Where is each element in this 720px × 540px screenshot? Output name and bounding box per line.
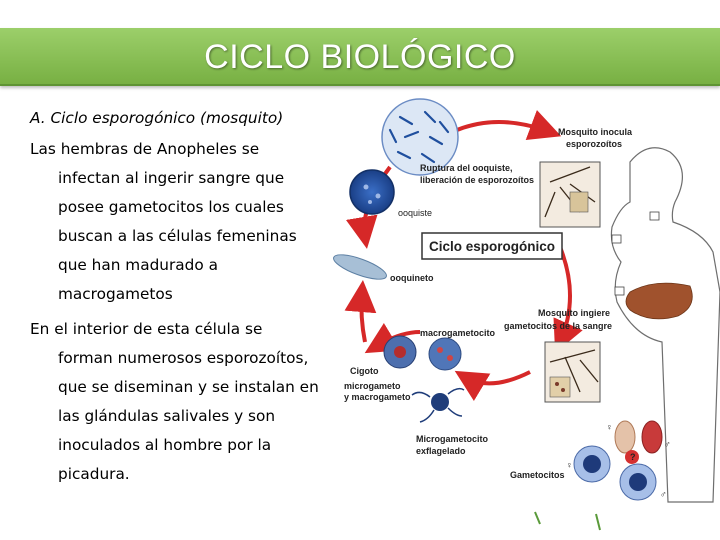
- label-microgametocito-2: exflagelado: [416, 446, 466, 456]
- label-ooquineto: ooquineto: [390, 273, 434, 283]
- label-ooquiste: ooquiste: [398, 208, 432, 218]
- subtitle: A. Ciclo esporogónico (mosquito): [30, 104, 320, 133]
- text-panel: A. Ciclo esporogónico (mosquito) Las hem…: [30, 104, 320, 495]
- label-mosquito-inocula-2: esporozoítos: [566, 139, 622, 149]
- paragraph-2: En el interior de esta célula se forman …: [30, 315, 320, 489]
- label-mosquito-ingiere-1: Mosquito ingiere: [538, 308, 610, 318]
- cycle-title-box: Ciclo esporogónico: [422, 233, 562, 259]
- female-symbol-lower: ♀: [566, 460, 573, 470]
- top-band: [0, 0, 720, 28]
- arrow-bottom: [465, 372, 530, 383]
- mosquito-ingesting-illustration: [545, 342, 600, 402]
- label-gametocitos: Gametocitos: [510, 470, 565, 480]
- male-symbol-lower: ♂: [660, 489, 667, 499]
- arrow-left-lower: [361, 292, 365, 342]
- ookinete-illustration: [331, 250, 389, 284]
- label-ruptura-1: Ruptura del ooquiste,: [420, 163, 513, 173]
- macrogametocyte-illustration: [429, 338, 461, 370]
- slide-title: CICLO BIOLÓGICO: [0, 28, 720, 86]
- female-symbol-upper: ♀: [606, 422, 613, 432]
- mosquito-inoculating-illustration: [540, 162, 600, 227]
- label-cigoto: Cigoto: [350, 366, 379, 376]
- oocyst-illustration: [350, 170, 394, 214]
- label-mosquito-ingiere-2: gametocitos de la sangre: [504, 321, 612, 331]
- paragraph-1: Las hembras de Anopheles se infectan al …: [30, 135, 320, 309]
- label-ruptura-2: liberación de esporozoítos: [420, 175, 534, 185]
- question-mark: ?: [630, 452, 636, 462]
- gametocytes-illustration: [574, 421, 662, 500]
- exflagellated-microgametocyte-illustration: [412, 389, 464, 422]
- male-symbol-upper: ♂: [664, 439, 671, 449]
- title-bar: CICLO BIOLÓGICO: [0, 28, 720, 86]
- bottom-marks: [535, 512, 600, 530]
- label-microgameto-2: y macrogameto: [344, 392, 411, 402]
- label-microgametocito-1: Microgametocito: [416, 434, 489, 444]
- zygote-illustration: [384, 336, 416, 368]
- cycle-title: Ciclo esporogónico: [429, 239, 555, 254]
- sporogonic-cycle-diagram: Ciclo esporogónico Mosquito inocula espo…: [330, 92, 720, 540]
- label-microgameto-1: microgameto: [344, 381, 401, 391]
- label-macrogametocito: macrogametocito: [420, 328, 496, 338]
- label-mosquito-inocula-1: Mosquito inocula: [558, 127, 633, 137]
